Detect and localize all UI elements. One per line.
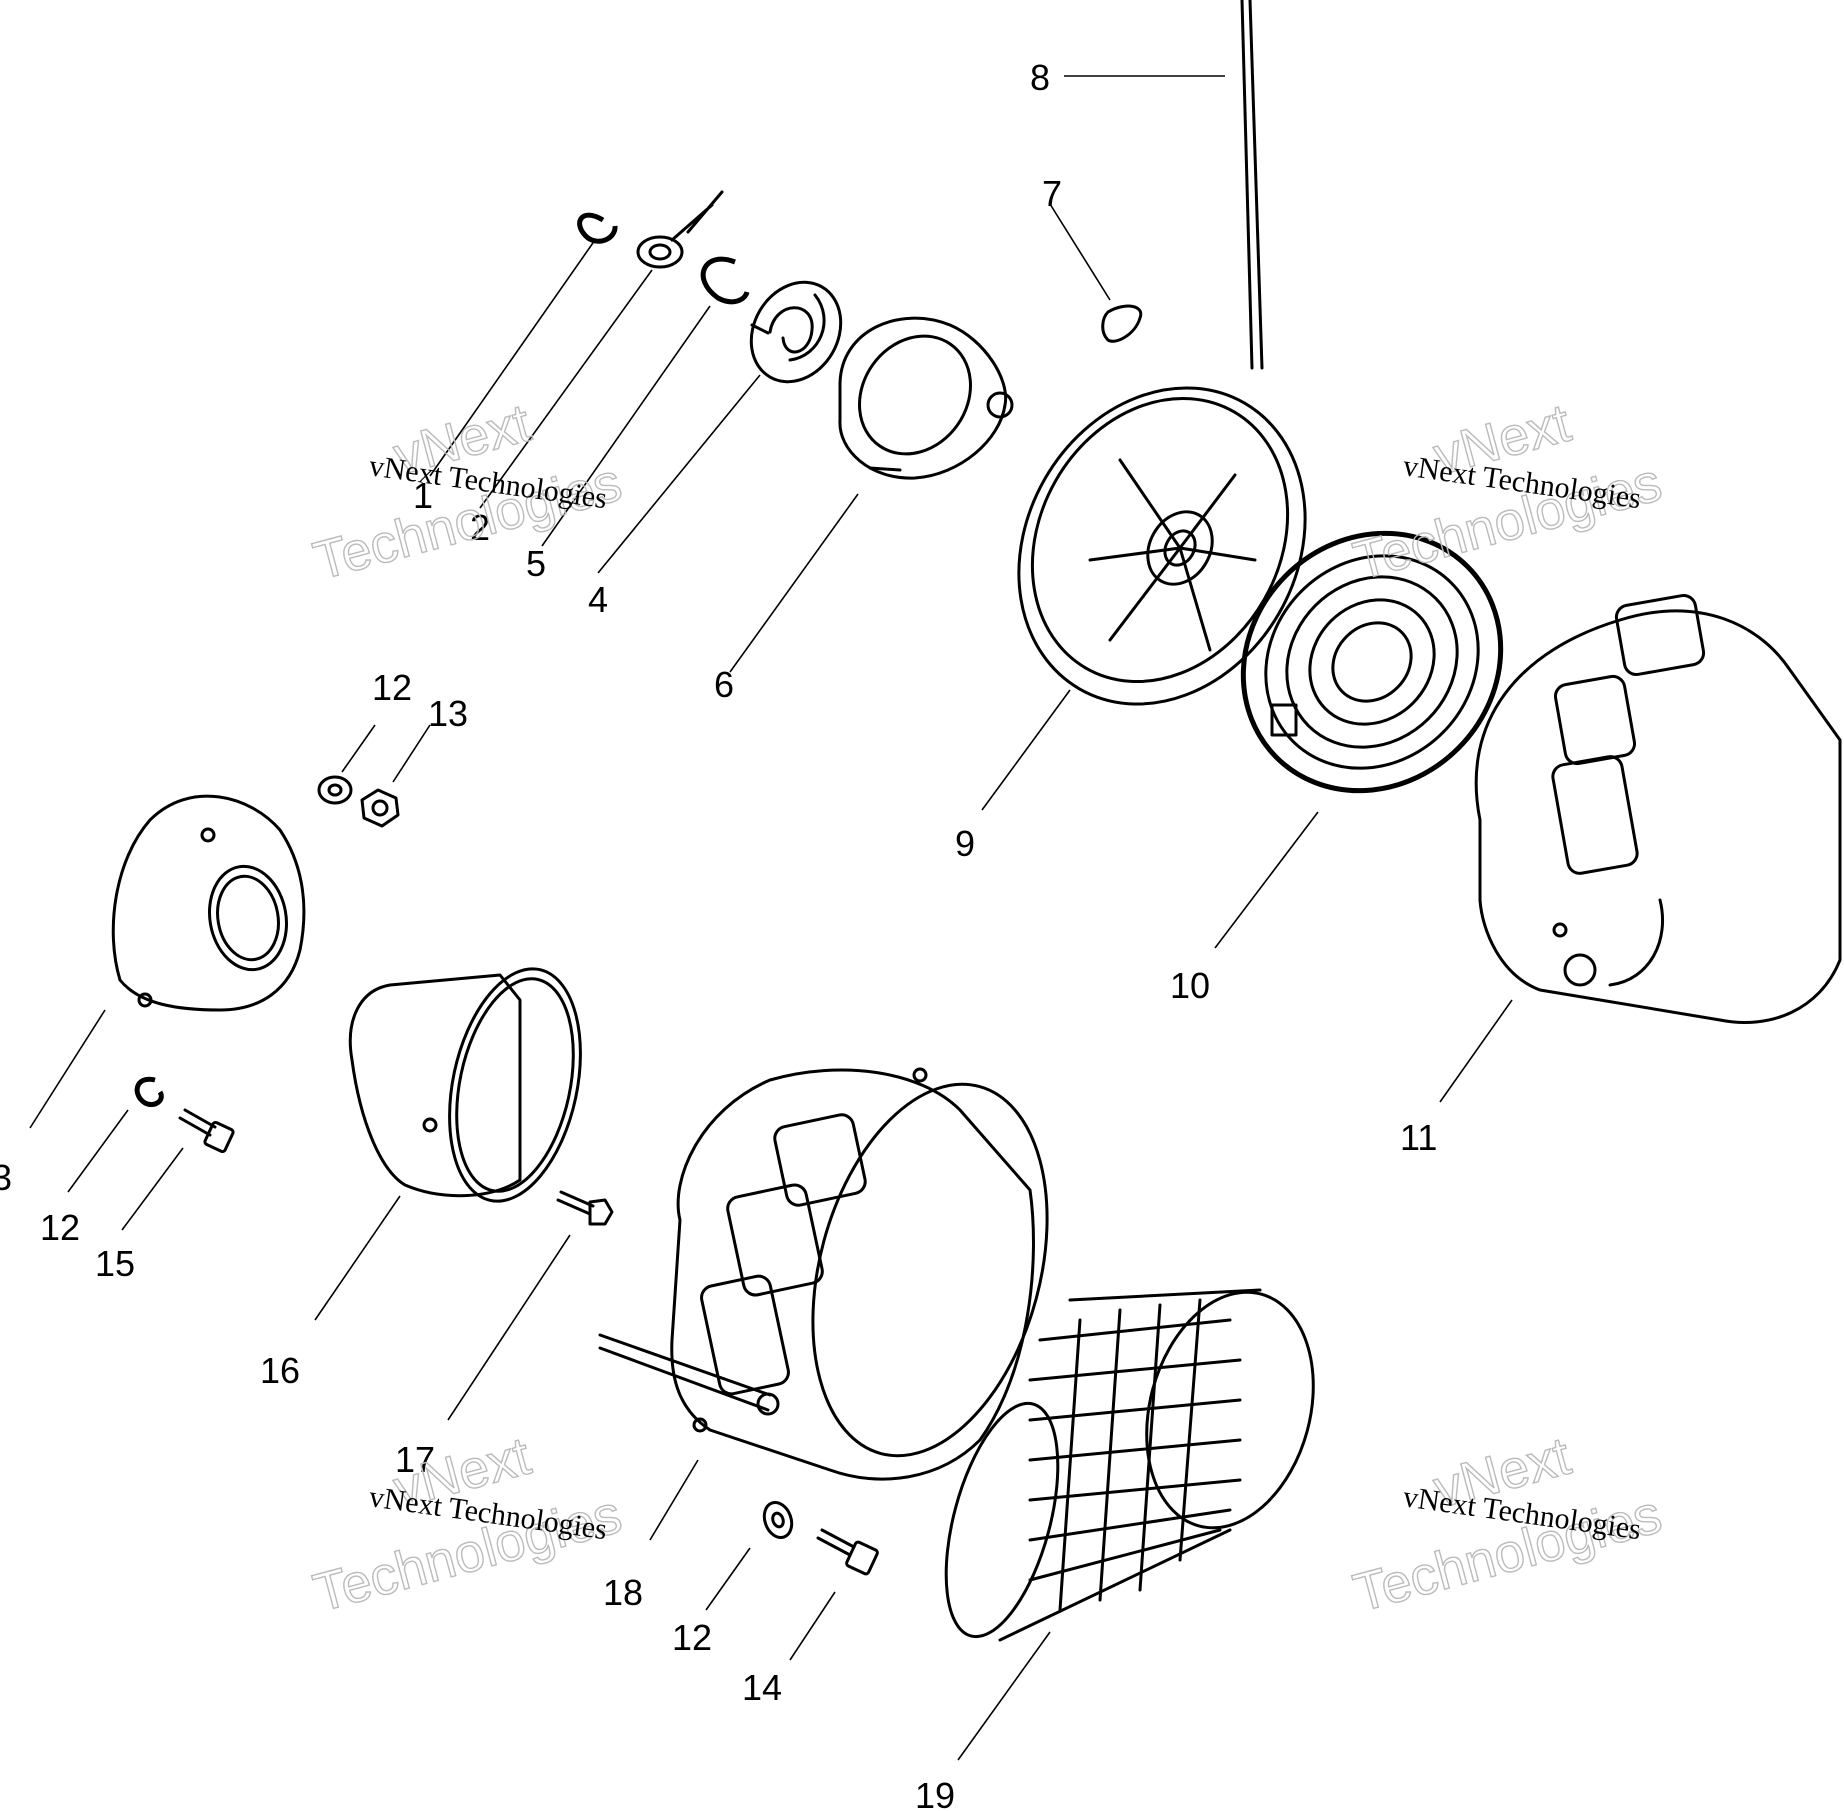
callout-4: 4 (588, 579, 608, 620)
part-4-pawl-spring (749, 280, 843, 384)
callout-12-left: 12 (40, 1207, 80, 1248)
part-6-pawl-plate (838, 316, 1014, 480)
watermark-bottom-left: vNext Technologies vNext Technologies (307, 1425, 628, 1624)
part-12-washer-upper (317, 775, 353, 805)
callout-9: 9 (955, 823, 975, 864)
callout-12-lower: 12 (672, 1617, 712, 1658)
part-5-circlip (700, 256, 750, 305)
part-12-washer-left (134, 1076, 164, 1108)
callout-2: 2 (470, 507, 490, 548)
part-7-key (1101, 304, 1143, 343)
part-2-spring-clip (636, 190, 724, 269)
part-11-starter-housing (1474, 593, 1842, 1024)
callout-17: 17 (395, 1439, 435, 1480)
part-9-rope-pulley (1017, 386, 1307, 706)
callout-10: 10 (1170, 965, 1210, 1006)
callout-labels: 1 2 3 4 5 6 7 8 9 10 11 12 13 14 15 16 1… (0, 57, 1437, 1811)
watermark-top-left: vNext Technologies vNext Technologies (307, 392, 628, 592)
part-15-bolt (178, 1108, 235, 1154)
callout-14: 14 (742, 1667, 782, 1708)
callout-7: 7 (1042, 173, 1062, 214)
part-12-washer-lower (762, 1501, 794, 1539)
watermark-bottom-right: vNext Technologies vNext Technologies (1347, 1425, 1668, 1624)
part-17-screw (556, 1190, 614, 1226)
callout-3: 3 (0, 1157, 12, 1198)
watermark-top-right: vNext Technologies vNext Technologies (1347, 392, 1668, 592)
callout-18: 18 (603, 1572, 643, 1613)
callout-16: 16 (260, 1350, 300, 1391)
leader-lines (29, 75, 1513, 1761)
callout-11: 11 (1400, 1117, 1437, 1158)
part-3-starter-cup (111, 794, 306, 1012)
callout-6: 6 (714, 664, 734, 705)
callout-13: 13 (428, 693, 468, 734)
part-10-recoil-spring (1240, 530, 1504, 794)
part-19-guard (944, 1288, 1315, 1642)
part-14-bolt (816, 1528, 879, 1576)
callout-8: 8 (1030, 57, 1050, 98)
part-1-snap-ring (577, 212, 618, 244)
callout-12-upper: 12 (372, 667, 412, 708)
callout-15: 15 (95, 1243, 135, 1284)
part-16-dust-cover (348, 967, 582, 1203)
part-13-nut (360, 788, 400, 828)
callout-19: 19 (915, 1775, 955, 1811)
callout-1: 1 (413, 475, 433, 516)
part-8-starter-rope (1240, 0, 1264, 370)
callout-5: 5 (526, 543, 546, 584)
part-18-starter-housing-lower (598, 1067, 1049, 1481)
